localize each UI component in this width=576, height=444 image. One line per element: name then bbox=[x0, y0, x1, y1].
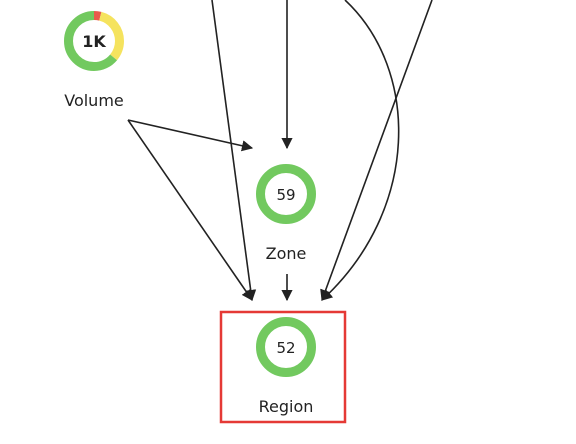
health-segment-ok bbox=[64, 11, 124, 71]
health-segment-ok bbox=[256, 164, 316, 224]
node-zone[interactable]: 59 Zone bbox=[256, 164, 316, 263]
health-segment-warning bbox=[64, 11, 124, 71]
node-volume-health-ring bbox=[64, 11, 124, 71]
node-region[interactable]: 52 Region bbox=[219, 310, 347, 424]
node-zone-health-ring bbox=[256, 164, 316, 224]
node-volume-value: 1K bbox=[82, 32, 106, 51]
node-region-health-ring bbox=[256, 317, 316, 377]
node-region-center bbox=[260, 321, 312, 373]
edge-offscreen-right-to-region bbox=[320, 0, 433, 302]
node-volume[interactable]: 1K Volume bbox=[64, 11, 124, 110]
node-zone-value: 59 bbox=[276, 186, 295, 204]
node-volume-label: Volume bbox=[64, 91, 124, 110]
node-region-label: Region bbox=[259, 397, 314, 416]
edge-volume-to-region bbox=[127, 119, 253, 301]
edge-offscreen-to-region bbox=[211, 0, 257, 302]
node-zone-center bbox=[260, 168, 312, 220]
node-zone-label: Zone bbox=[266, 244, 307, 263]
edge-volume-to-zone bbox=[127, 119, 254, 152]
health-segment-ok bbox=[256, 317, 316, 377]
edges bbox=[127, 0, 433, 302]
node-volume-center bbox=[68, 15, 120, 67]
node-region-selection-box bbox=[219, 310, 347, 424]
node-region-value: 52 bbox=[276, 339, 295, 357]
edge-offscreen-curve-to-region bbox=[321, 0, 400, 301]
